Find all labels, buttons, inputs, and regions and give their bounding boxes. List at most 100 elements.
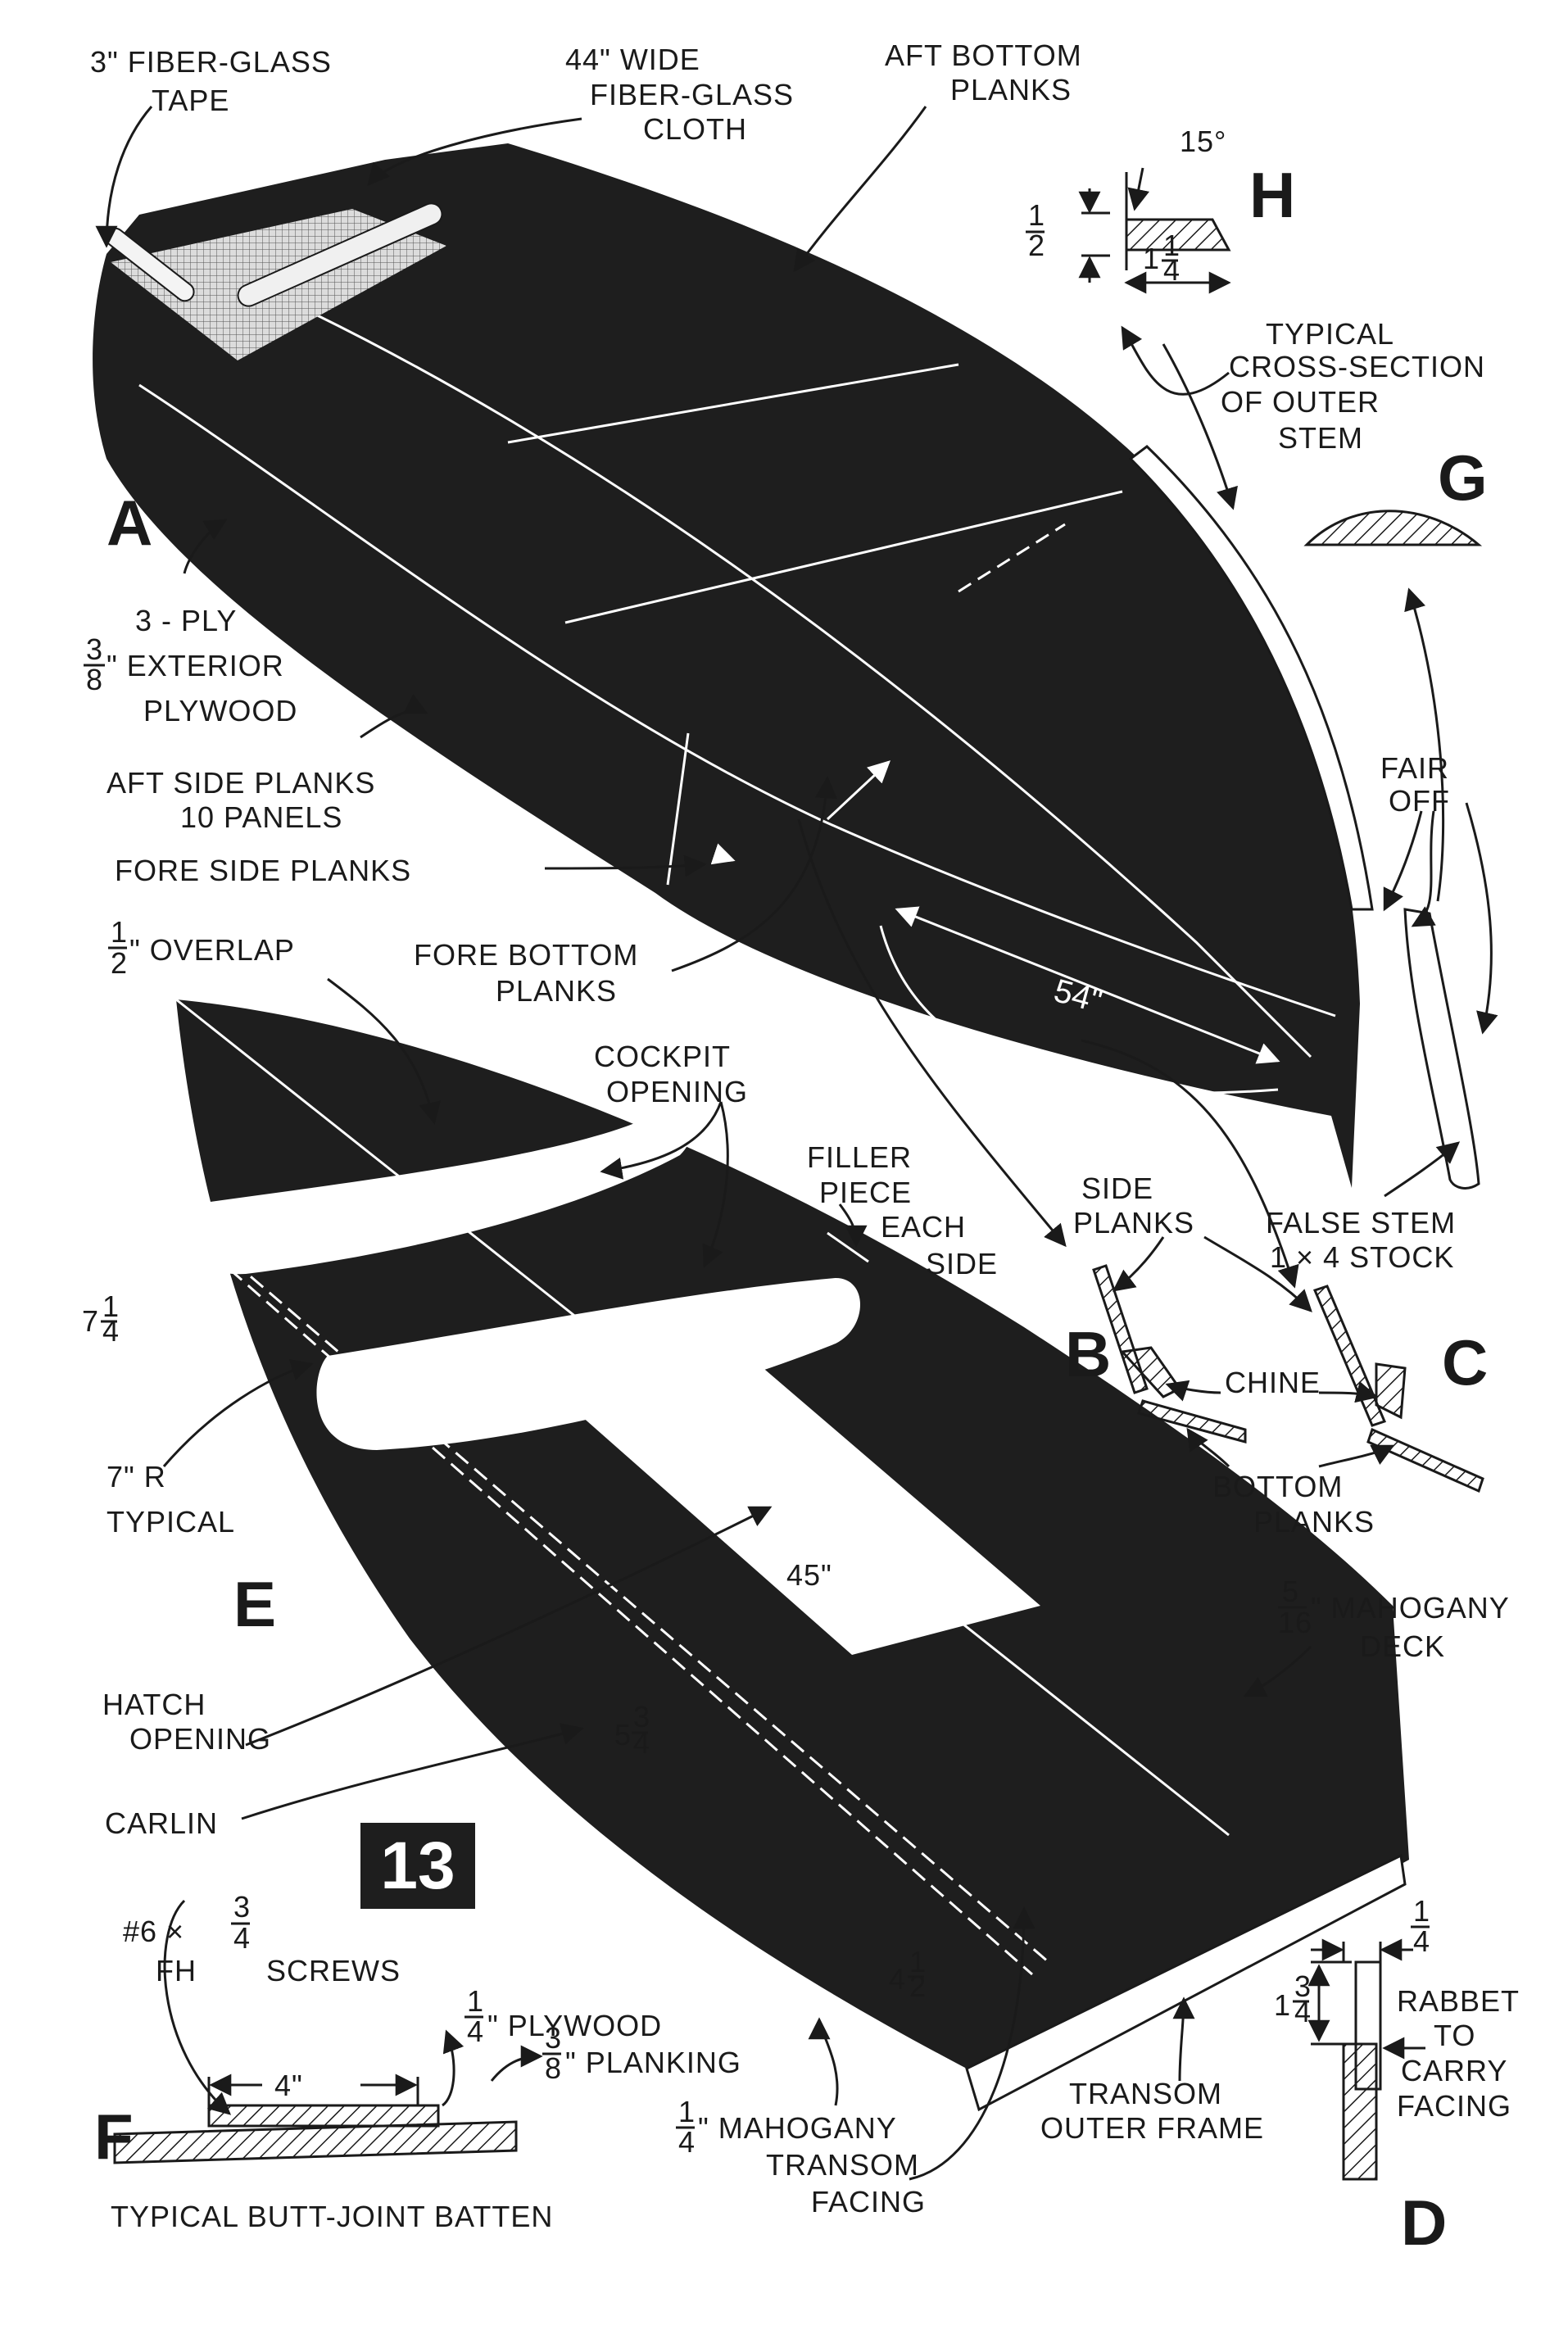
hull-bottom-view xyxy=(93,143,1360,1188)
figure-number: 13 xyxy=(380,1829,455,1903)
label-hatch: HATCH xyxy=(102,1688,206,1721)
dim-4-num: 1 xyxy=(909,1945,927,1978)
false-stem xyxy=(1403,908,1480,1190)
label-transom-frame: TRANSOM xyxy=(1069,2077,1222,2110)
label-rabbet-2: TO xyxy=(1434,2019,1475,2052)
label-deck-den: 16 xyxy=(1278,1606,1312,1639)
section-letter-b: B xyxy=(1065,1318,1111,1390)
label-radius: 7" R xyxy=(106,1460,166,1493)
labels: 3" FIBER-GLASS TAPE 44" WIDE FIBER-GLASS… xyxy=(82,39,1520,2233)
label-aft-side-2: 10 PANELS xyxy=(180,800,342,834)
label-d-top-num: 1 xyxy=(1413,1894,1430,1928)
label-overlap-num: 1 xyxy=(111,915,128,949)
dim-54-brace xyxy=(879,925,1279,1095)
label-stem-section: TYPICAL xyxy=(1266,317,1394,351)
label-fair-off-2: OFF xyxy=(1389,784,1450,818)
label-h-height-den: 2 xyxy=(1028,229,1045,262)
label-aft-bottom: AFT BOTTOM xyxy=(885,39,1082,72)
dim-5-den: 4 xyxy=(633,1726,650,1760)
label-cloth: 44" WIDE xyxy=(565,43,700,76)
label-transom-facing-3: FACING xyxy=(811,2185,926,2218)
dim-7q-num: 1 xyxy=(102,1289,120,1323)
transom-facing xyxy=(965,1853,1407,2112)
dim-54-line xyxy=(895,906,1280,1064)
label-rabbet-4: FACING xyxy=(1397,2089,1511,2123)
detail-g-false-stem-section xyxy=(1303,510,1483,546)
dim-7q-whole: 7 xyxy=(82,1304,99,1338)
label-screws-num: 3 xyxy=(233,1890,251,1924)
label-fiberglass-tape: 3" FIBER-GLASS xyxy=(90,45,332,79)
label-ply-2: " EXTERIOR xyxy=(106,649,284,682)
label-false-stem-2: 1 × 4 STOCK xyxy=(1270,1240,1454,1274)
dim-5-whole: 5 xyxy=(614,1718,632,1752)
label-stem-section-3: OF OUTER xyxy=(1221,385,1380,419)
label-screws: #6 × xyxy=(123,1915,184,1948)
label-d-height-num: 3 xyxy=(1294,1969,1312,2003)
label-screws-den: 4 xyxy=(233,1921,251,1955)
label-deck-2: DECK xyxy=(1360,1629,1445,1663)
label-transom-facing-num: 1 xyxy=(678,2095,696,2128)
label-carlin: CARLIN xyxy=(105,1806,218,1840)
label-fiberglass-tape-2: TAPE xyxy=(152,84,229,117)
detail-h-stem-section xyxy=(1078,167,1231,294)
label-overlap: " OVERLAP xyxy=(129,933,295,967)
cockpit-opening-aft xyxy=(316,1278,860,1450)
label-bottom-planks: BOTTOM xyxy=(1212,1470,1343,1503)
detail-d-transom xyxy=(1307,1938,1425,2181)
label-rabbet: RABBET xyxy=(1397,1984,1520,2018)
label-fore-bottom: FORE BOTTOM xyxy=(414,938,638,972)
label-h-width-whole: 1 xyxy=(1143,242,1160,275)
panel-seam-4 xyxy=(666,732,690,886)
dim-32-num: 1 xyxy=(711,1386,721,1407)
dim-7q-den: 4 xyxy=(102,1314,120,1348)
label-h-width-den: 4 xyxy=(1163,253,1181,287)
label-planking-num: 3 xyxy=(545,2021,562,2055)
section-letter-e: E xyxy=(233,1568,276,1640)
section-letter-g: G xyxy=(1438,442,1488,514)
label-transom-facing-2: TRANSOM xyxy=(766,2148,919,2182)
label-false-stem: FALSE STEM xyxy=(1266,1206,1456,1240)
label-hatch-2: OPENING xyxy=(129,1722,271,1756)
hatch-opening xyxy=(573,1360,1040,1655)
label-d-top-den: 4 xyxy=(1413,1924,1430,1958)
label-fair-off: FAIR xyxy=(1380,751,1449,785)
label-aft-bottom-2: PLANKS xyxy=(950,73,1072,107)
label-bottom-planks-2: PLANKS xyxy=(1253,1505,1375,1539)
section-letter-a: A xyxy=(106,487,152,559)
label-transom-facing-den: 4 xyxy=(678,2125,696,2159)
label-h-angle: 15° xyxy=(1180,125,1226,158)
dim-45: 45" xyxy=(786,1558,832,1592)
label-cloth-3: CLOTH xyxy=(643,112,747,146)
arrow-fore-side xyxy=(710,843,736,865)
label-plywood: " PLYWOOD xyxy=(487,2009,662,2042)
label-transom-facing: " MAHOGANY xyxy=(698,2111,897,2145)
dim-5-num: 3 xyxy=(633,1700,650,1734)
section-letter-f: F xyxy=(94,2101,134,2173)
label-transom-frame-2: OUTER FRAME xyxy=(1040,2111,1264,2145)
label-butt-joint: TYPICAL BUTT-JOINT BATTEN xyxy=(111,2200,553,2233)
label-side-planks: SIDE xyxy=(1081,1172,1153,1205)
label-planking-den: 8 xyxy=(545,2051,562,2085)
section-letter-c: C xyxy=(1442,1326,1488,1398)
dim-4-whole: 4 xyxy=(889,1962,906,1996)
label-filler: FILLER xyxy=(807,1140,912,1174)
label-filler-3: EACH xyxy=(881,1210,966,1244)
label-plywood-num: 1 xyxy=(467,1984,484,2018)
label-deck-num: 5 xyxy=(1282,1575,1299,1608)
label-screws-2: FH xyxy=(156,1954,197,1987)
label-cockpit: COCKPIT xyxy=(594,1040,731,1073)
label-fore-bottom-2: PLANKS xyxy=(496,974,617,1008)
label-cockpit-2: OPENING xyxy=(606,1075,748,1108)
arrow-fore-bottom xyxy=(826,760,890,821)
cloth-roll xyxy=(237,202,443,307)
label-cloth-2: FIBER-GLASS xyxy=(590,78,794,111)
dim-4-den: 2 xyxy=(909,1969,927,2003)
dim-4in: 4" xyxy=(274,2069,303,2102)
dim-32-whole: 32 xyxy=(676,1397,707,1428)
label-fore-side: FORE SIDE PLANKS xyxy=(115,854,411,887)
label-overlap-den: 2 xyxy=(111,946,128,980)
label-deck: " MAHOGANY xyxy=(1311,1591,1510,1625)
hull-deck-view xyxy=(155,998,1409,2112)
label-d-height-den: 4 xyxy=(1294,1995,1312,2028)
